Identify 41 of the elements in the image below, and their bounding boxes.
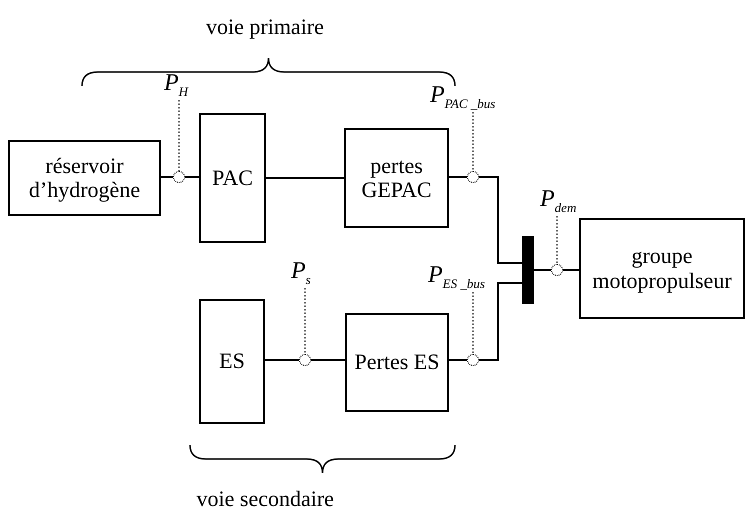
box-label: PAC: [212, 166, 253, 190]
connector-line: [185, 176, 199, 178]
power-label: P$_{PAC _bus}$: [430, 82, 496, 112]
process-box: [199, 299, 265, 424]
leader-line: [472, 112, 474, 171]
box-label: réservoir d’hydrogène: [28, 154, 142, 202]
power-label: P$_{dem}$: [540, 186, 576, 216]
connector-line: [479, 176, 522, 264]
box-label: pertes GEPAC: [360, 154, 433, 202]
connector-line: [563, 269, 579, 271]
leader-line: [178, 100, 180, 171]
process-box: [345, 313, 449, 412]
connector-line: [534, 269, 551, 271]
group-label: voie secondaire: [196, 486, 334, 512]
group-label: voie primaire: [206, 14, 324, 40]
measurement-point: [173, 171, 185, 183]
measurement-point: [467, 171, 479, 183]
process-box: [199, 113, 266, 243]
connector-line: [449, 176, 467, 178]
connector-line: [449, 359, 467, 361]
measurement-point: [551, 264, 563, 276]
process-box: [8, 140, 161, 216]
box-label: ES: [219, 349, 245, 374]
power-label: P$_{s}$: [291, 258, 311, 288]
leader-line: [304, 288, 306, 354]
measurement-point: [299, 354, 311, 366]
connector-line: [161, 176, 173, 178]
leader-line: [556, 216, 558, 264]
connector-line: [479, 282, 522, 361]
process-box: [344, 128, 449, 228]
connector-line: [266, 177, 344, 179]
power-label: P$_{H}$: [164, 70, 188, 100]
leader-line: [472, 292, 474, 354]
power-label: P$_{ES _bus}$: [428, 262, 485, 292]
measurement-point: [467, 354, 479, 366]
connector-line: [311, 359, 345, 361]
bus-bar: [522, 236, 534, 304]
connector-line: [265, 359, 299, 361]
box-label: Pertes ES: [354, 350, 440, 375]
box-label: groupe motopropulseur: [591, 244, 733, 293]
process-box: [579, 218, 745, 319]
